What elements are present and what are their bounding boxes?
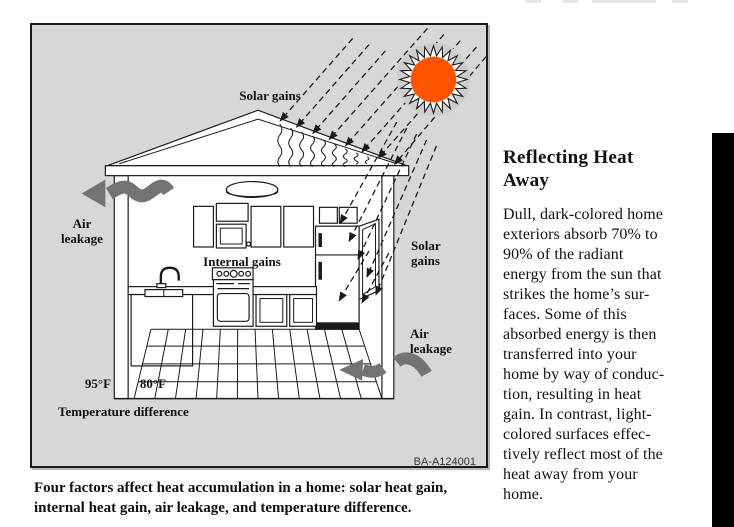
label-temperature-difference: Temperature difference	[58, 404, 189, 419]
label-solar-gains-right: Solar gains	[411, 238, 441, 268]
sidebar-text-column: Reflecting Heat Away Dull, dark-colored …	[503, 146, 715, 505]
sink-faucet-icon	[144, 266, 184, 298]
solar-ray-arrows	[279, 27, 486, 304]
stove-icon	[211, 267, 254, 327]
label-air-leakage-left: Air leakage	[61, 216, 103, 246]
floor-grid	[133, 328, 383, 399]
figure-caption: Four factors affect heat accumulation in…	[34, 480, 448, 516]
microwave-icon	[215, 223, 247, 249]
header-remnant	[562, 0, 578, 3]
sun-icon	[396, 42, 471, 117]
label-temp-inside: 80°F	[139, 376, 167, 391]
header-remnant	[672, 0, 688, 3]
label-solar-gains-top: Solar gains	[239, 88, 301, 103]
header-remnant	[592, 0, 656, 3]
window	[358, 218, 380, 301]
page-edge-bar	[712, 133, 734, 527]
sidebar-paragraph: Dull, dark-colored home exteriors absorb…	[503, 206, 665, 503]
figure-id: BA-A124001	[413, 456, 476, 468]
header-remnant	[525, 0, 541, 3]
figure-box: Solar gains Air leakage Internal gains S…	[30, 23, 488, 468]
label-internal-gains: Internal gains	[203, 254, 281, 269]
label-air-leakage-right: Air leakage	[410, 326, 452, 356]
air-leakage-arrow-right	[339, 352, 432, 381]
refrigerator-icon	[314, 225, 360, 330]
ceiling-light-icon	[225, 180, 279, 199]
roof	[104, 109, 410, 177]
house-diagram	[81, 27, 486, 400]
air-leakage-arrow-left	[81, 179, 175, 208]
sidebar-heading: Reflecting Heat Away	[503, 147, 634, 191]
heat-wave-lines	[277, 123, 370, 168]
base-cabinets	[255, 293, 318, 327]
label-temp-outside: 95°F	[84, 376, 112, 391]
